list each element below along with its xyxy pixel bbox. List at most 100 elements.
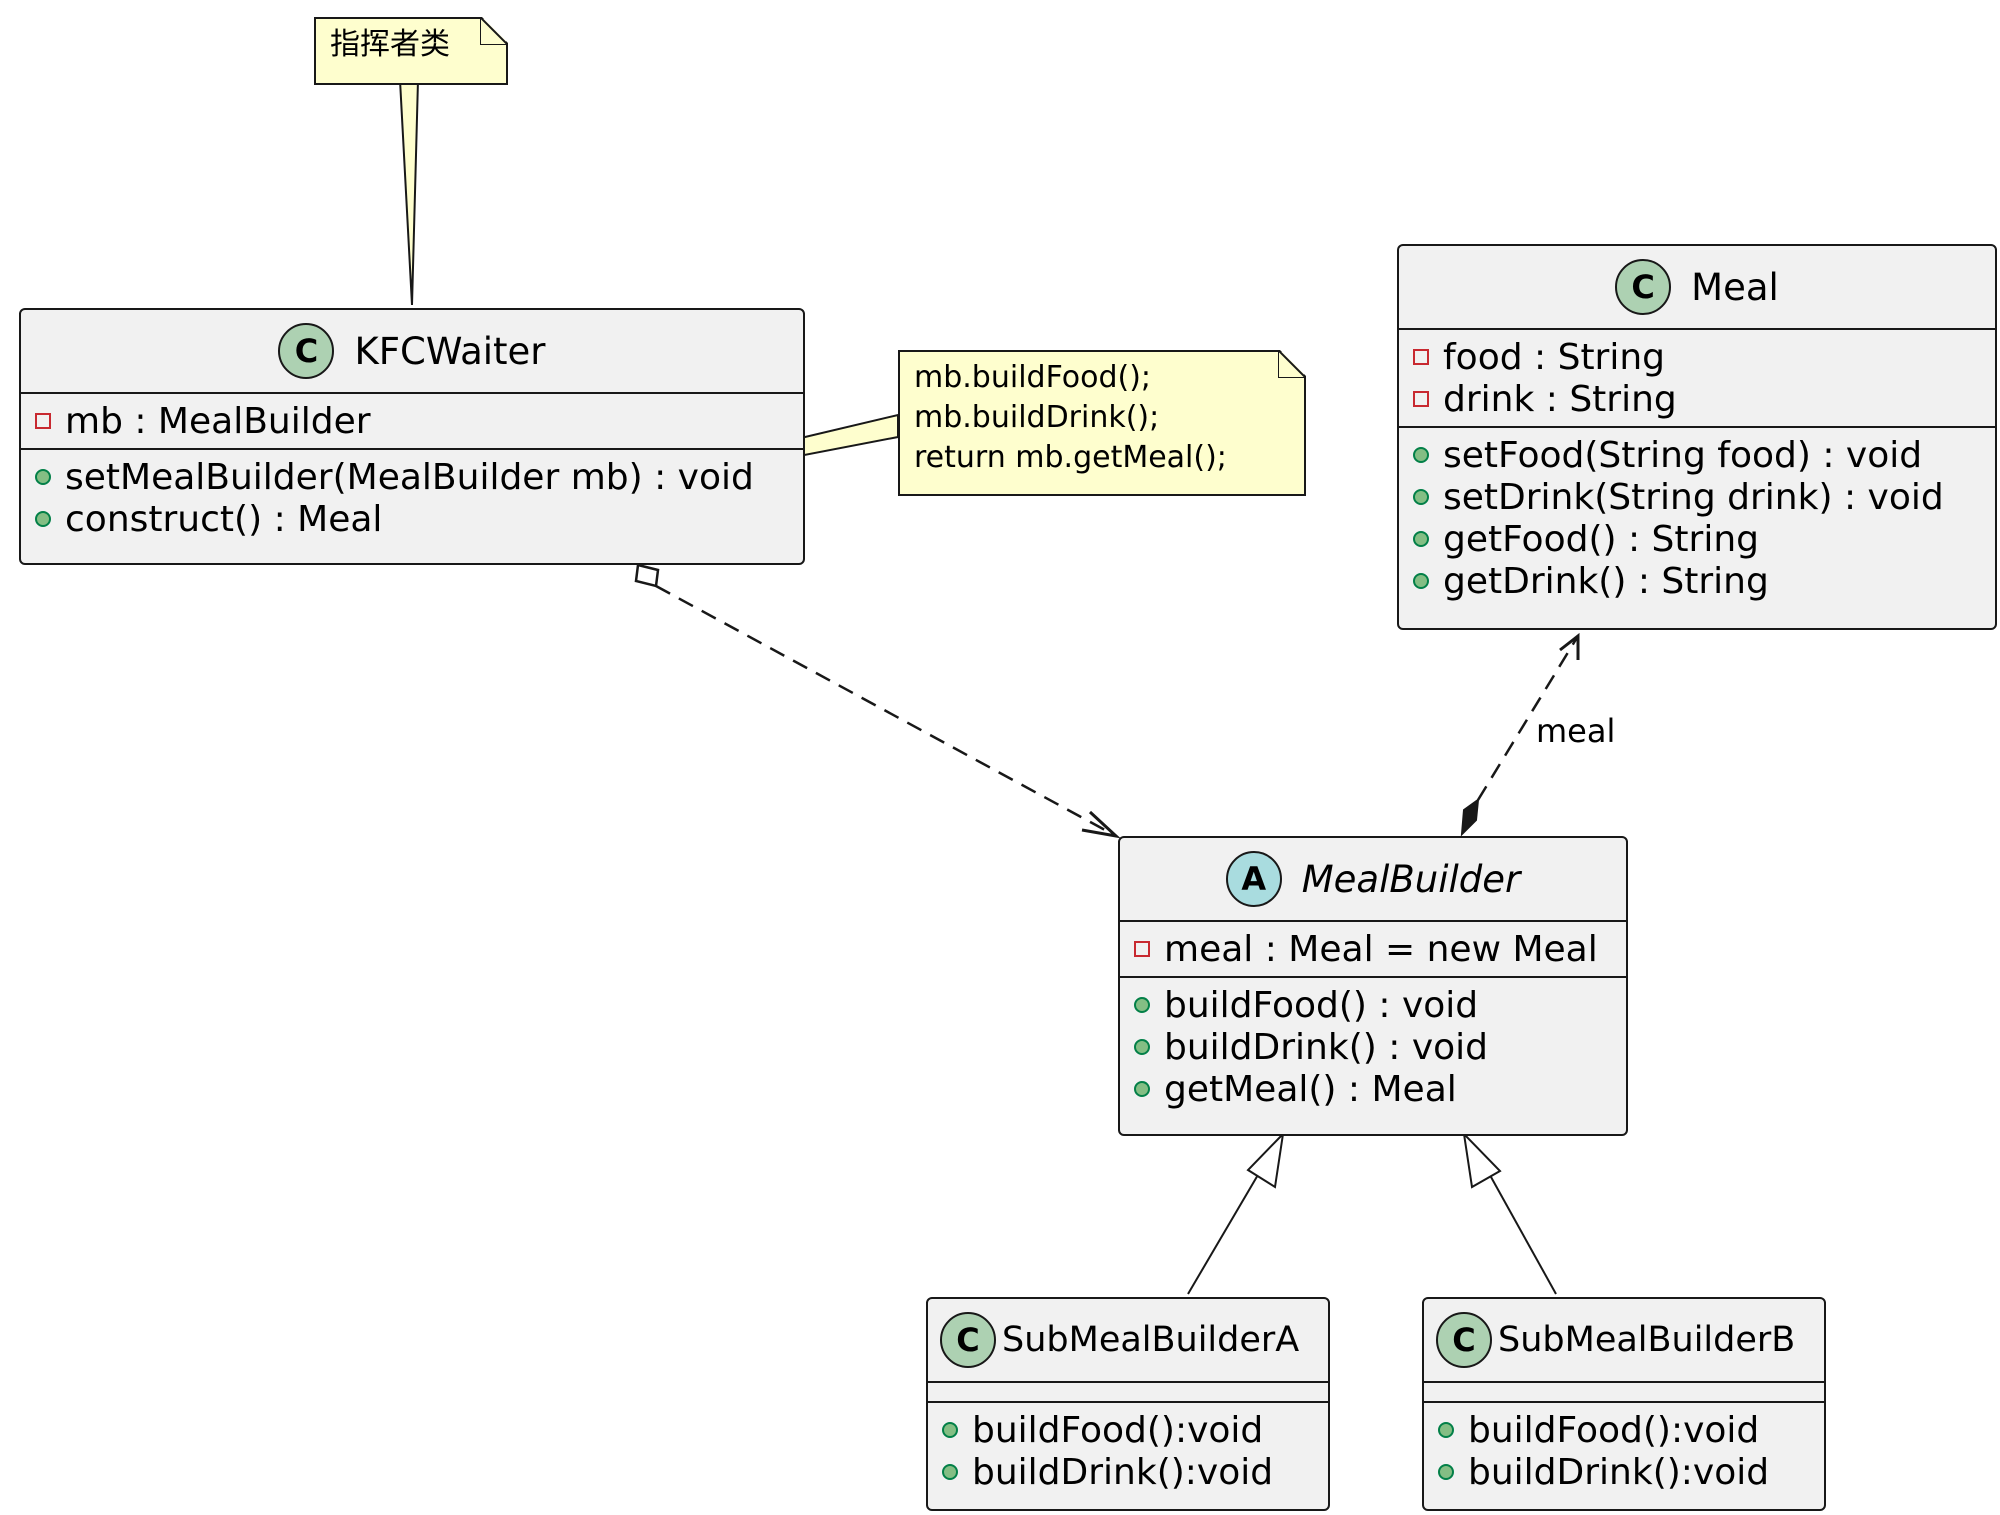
attribute-text: drink : String: [1443, 378, 1677, 420]
class-name: Meal: [1691, 265, 1779, 309]
method-row: setMealBuilder(MealBuilder mb) : void: [35, 456, 803, 498]
method-row: getFood() : String: [1413, 518, 1995, 560]
builder-meal-composition: [1476, 635, 1580, 801]
public-visibility-icon: [942, 1464, 958, 1480]
method-text: setDrink(String drink) : void: [1443, 476, 1944, 518]
class-stereotype-icon: C: [1436, 1312, 1492, 1368]
generalization-b-line: [1485, 1167, 1557, 1295]
public-visibility-icon: [1413, 531, 1429, 547]
method-text: buildFood():void: [1468, 1409, 1760, 1451]
public-visibility-icon: [35, 511, 51, 527]
meal-link-label: meal: [1536, 712, 1615, 750]
method-text: buildDrink() : void: [1164, 1026, 1488, 1068]
attribute-text: meal : Meal = new Meal: [1164, 928, 1598, 970]
waiter-builder-dependency: [655, 584, 1117, 838]
class-mealbuilder[interactable]: A MealBuilder meal : Meal = new Meal bui…: [1118, 836, 1628, 1136]
composition-diamond: [1460, 797, 1480, 837]
class-header: C Meal: [1399, 246, 1995, 330]
method-text: getMeal() : Meal: [1164, 1068, 1457, 1110]
meal-arrowhead: [1559, 632, 1580, 660]
class-stereotype-icon: C: [278, 323, 335, 379]
method-row: buildFood():void: [942, 1409, 1328, 1451]
public-visibility-icon: [1134, 1039, 1150, 1055]
attribute-row: meal : Meal = new Meal: [1134, 928, 1626, 970]
private-visibility-icon: [1413, 349, 1429, 365]
method-text: construct() : Meal: [65, 498, 383, 540]
public-visibility-icon: [1438, 1464, 1454, 1480]
director-note-tail: [398, 79, 420, 306]
methods-compartment: buildFood() : void buildDrink() : void g…: [1120, 978, 1626, 1116]
class-stereotype-icon: C: [1615, 259, 1672, 315]
method-row: buildFood() : void: [1134, 984, 1626, 1026]
method-row: construct() : Meal: [35, 498, 803, 540]
method-text: getFood() : String: [1443, 518, 1759, 560]
public-visibility-icon: [35, 469, 51, 485]
private-visibility-icon: [1413, 391, 1429, 407]
attribute-text: mb : MealBuilder: [65, 400, 371, 442]
method-text: buildDrink():void: [972, 1451, 1274, 1493]
attributes-compartment: food : String drink : String: [1399, 330, 1995, 428]
class-name: SubMealBuilderA: [1002, 1320, 1300, 1360]
methods-compartment: setMealBuilder(MealBuilder mb) : void co…: [21, 450, 803, 546]
generalization-a-line: [1187, 1167, 1263, 1295]
construct-note-line: return mb.getMeal();: [914, 440, 1227, 475]
generalization-a-arrowhead: [1246, 1131, 1285, 1189]
class-submealbuildera[interactable]: C SubMealBuilderA buildFood():void build…: [926, 1297, 1330, 1511]
methods-compartment: buildFood():void buildDrink():void: [928, 1403, 1328, 1499]
method-row: setDrink(String drink) : void: [1413, 476, 1995, 518]
class-header: C KFCWaiter: [21, 310, 803, 394]
public-visibility-icon: [1413, 573, 1429, 589]
public-visibility-icon: [1134, 1081, 1150, 1097]
method-row: buildDrink():void: [942, 1451, 1328, 1493]
class-name: MealBuilder: [1301, 857, 1521, 901]
attributes-compartment: mb : MealBuilder: [21, 394, 803, 450]
public-visibility-icon: [1134, 997, 1150, 1013]
note-fold-icon: [480, 17, 508, 45]
construct-note-line: mb.buildDrink();: [914, 400, 1160, 435]
public-visibility-icon: [942, 1422, 958, 1438]
class-submealbuilderb[interactable]: C SubMealBuilderB buildFood():void build…: [1422, 1297, 1826, 1511]
class-header: C SubMealBuilderB: [1424, 1299, 1824, 1383]
method-row: setFood(String food) : void: [1413, 434, 1995, 476]
method-text: setMealBuilder(MealBuilder mb) : void: [65, 456, 754, 498]
methods-compartment: buildFood():void buildDrink():void: [1424, 1403, 1824, 1499]
class-stereotype-icon: C: [940, 1312, 996, 1368]
class-header: C SubMealBuilderA: [928, 1299, 1328, 1383]
method-row: buildDrink():void: [1438, 1451, 1824, 1493]
private-visibility-icon: [35, 413, 51, 429]
attributes-compartment: [1424, 1383, 1824, 1403]
public-visibility-icon: [1413, 447, 1429, 463]
method-text: buildFood():void: [972, 1409, 1264, 1451]
note-fold-icon: [1278, 350, 1306, 378]
construct-note-line: mb.buildFood();: [914, 360, 1152, 395]
method-text: setFood(String food) : void: [1443, 434, 1923, 476]
class-kfcwaiter[interactable]: C KFCWaiter mb : MealBuilder setMealBuil…: [19, 308, 805, 565]
attribute-text: food : String: [1443, 336, 1666, 378]
class-name: KFCWaiter: [354, 329, 546, 373]
dependency-arrowhead: [1081, 810, 1121, 839]
method-row: getMeal() : Meal: [1134, 1068, 1626, 1110]
class-meal[interactable]: C Meal food : String drink : String setF…: [1397, 244, 1997, 630]
attribute-row: mb : MealBuilder: [35, 400, 803, 442]
methods-compartment: setFood(String food) : void setDrink(Str…: [1399, 428, 1995, 608]
generalization-b-arrowhead: [1462, 1131, 1502, 1189]
director-note: 指挥者类: [314, 17, 508, 85]
class-header: A MealBuilder: [1120, 838, 1626, 922]
class-name: SubMealBuilderB: [1498, 1320, 1796, 1360]
director-note-text: 指挥者类: [330, 27, 450, 62]
method-row: buildDrink() : void: [1134, 1026, 1626, 1068]
aggregation-diamond: [634, 563, 660, 588]
method-text: buildDrink():void: [1468, 1451, 1770, 1493]
method-row: getDrink() : String: [1413, 560, 1995, 602]
attributes-compartment: [928, 1383, 1328, 1403]
attribute-row: food : String: [1413, 336, 1995, 378]
private-visibility-icon: [1134, 941, 1150, 957]
method-text: getDrink() : String: [1443, 560, 1769, 602]
attributes-compartment: meal : Meal = new Meal: [1120, 922, 1626, 978]
construct-note: mb.buildFood(); mb.buildDrink(); return …: [898, 350, 1306, 496]
attribute-row: drink : String: [1413, 378, 1995, 420]
public-visibility-icon: [1413, 489, 1429, 505]
method-text: buildFood() : void: [1164, 984, 1479, 1026]
method-row: buildFood():void: [1438, 1409, 1824, 1451]
